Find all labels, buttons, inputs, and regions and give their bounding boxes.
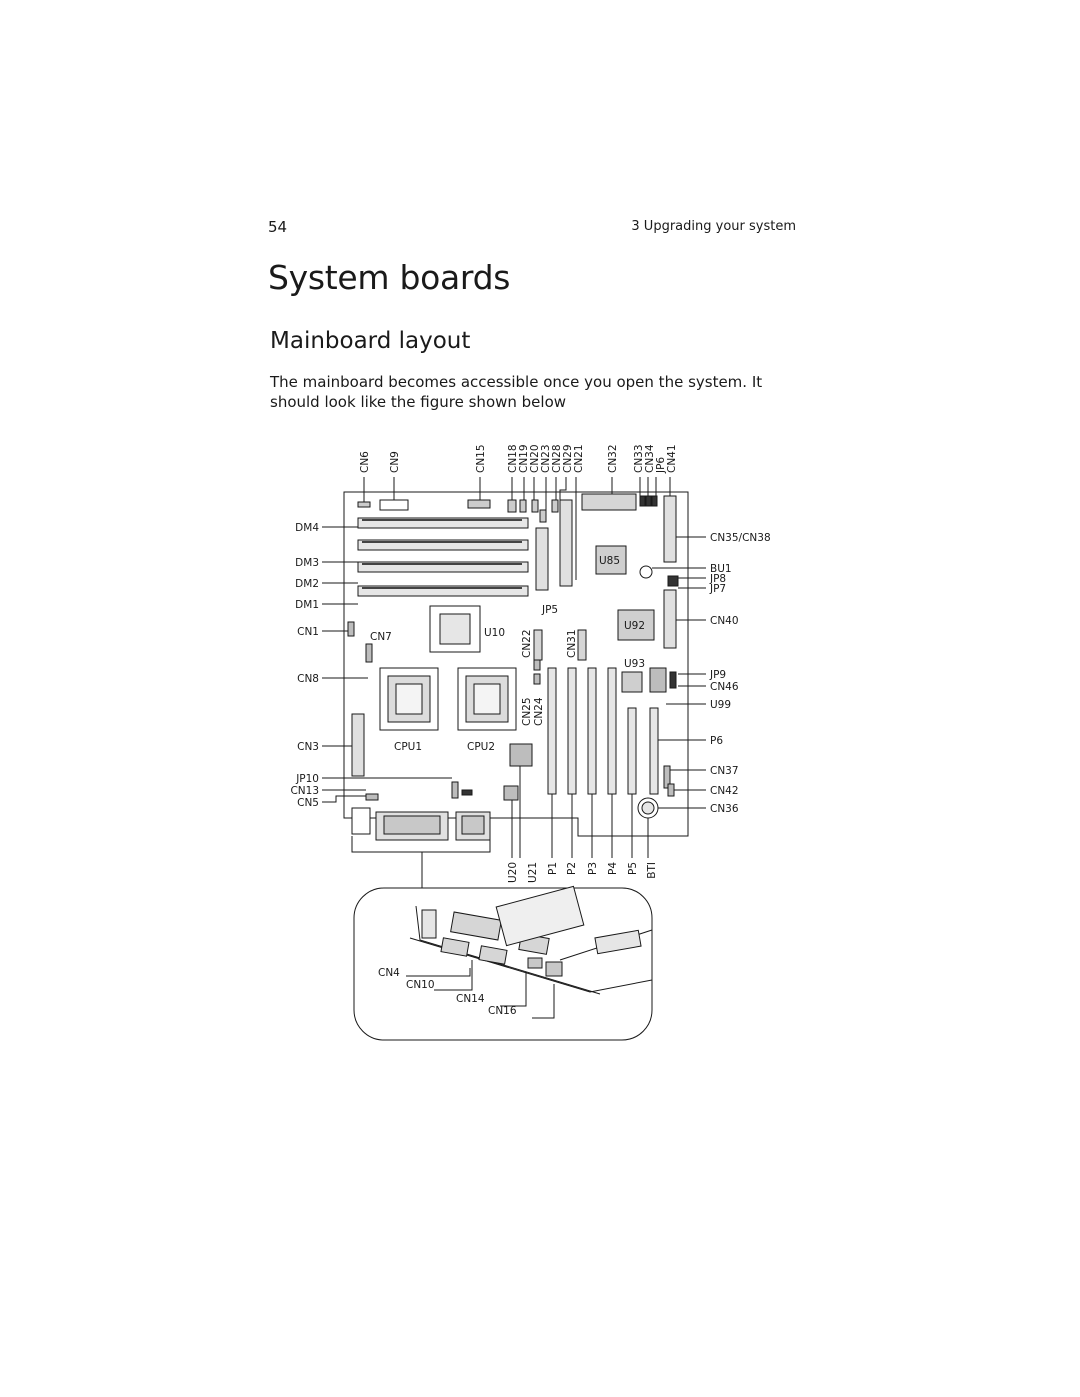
label-cn9: CN9: [389, 451, 401, 473]
label-p1: P1: [547, 862, 559, 875]
power-connector: [351, 713, 365, 777]
label-cn23: CN23: [540, 444, 552, 473]
inset-detail: [406, 885, 653, 1019]
board-outline: [343, 491, 689, 837]
label-cn41: CN41: [666, 444, 678, 473]
u21-chip: [503, 785, 519, 801]
u93-chip: [621, 671, 643, 693]
label-u20: U20: [507, 862, 519, 883]
label-dm2: DM2: [295, 578, 319, 590]
label-cpu2: CPU2: [467, 741, 495, 753]
label-cn8: CN8: [297, 673, 319, 685]
u85-chip: [595, 545, 627, 575]
label-cn36: CN36: [710, 803, 739, 815]
label-u10: U10: [484, 627, 505, 639]
intro-paragraph: The mainboard becomes accessible once yo…: [270, 373, 763, 411]
label-cn13: CN13: [290, 785, 319, 797]
label-jp10: JP10: [295, 773, 319, 785]
label-u85: U85: [599, 555, 620, 567]
left-labels: DM4 DM3 DM2 DM1 CN1 CN8 CN3 JP10 CN13 CN…: [290, 522, 319, 809]
pci-slots: [547, 667, 659, 795]
label-cn15: CN15: [475, 444, 487, 473]
label-dm1: DM1: [295, 599, 319, 611]
label-jp5: JP5: [541, 604, 558, 616]
label-cn18: CN18: [507, 444, 519, 473]
ide-connector-2: [559, 499, 573, 587]
label-cn7: CN7: [370, 631, 392, 643]
label-u93: U93: [624, 658, 645, 670]
label-jp7: JP7: [709, 583, 726, 595]
label-dm4: DM4: [295, 522, 319, 534]
label-cn34: CN34: [644, 444, 656, 473]
label-jp9: JP9: [709, 669, 726, 681]
label-cn1: CN1: [297, 626, 319, 638]
u20-chip: [509, 743, 533, 767]
label-cn35-cn38: CN35/CN38: [710, 532, 771, 544]
running-header: 3 Upgrading your system: [631, 219, 796, 234]
label-bti: BTI: [646, 862, 658, 879]
label-cn21: CN21: [573, 444, 585, 473]
label-cn37: CN37: [710, 765, 739, 777]
label-cn3: CN3: [297, 741, 319, 753]
label-cn6: CN6: [359, 451, 371, 473]
label-cn4: CN4: [378, 967, 400, 979]
label-cn40: CN40: [710, 615, 739, 627]
label-p6: P6: [710, 735, 723, 747]
label-u92: U92: [624, 620, 645, 632]
top-connectors: [357, 493, 658, 523]
u92-chip: [617, 609, 655, 641]
page-number: 54: [268, 218, 288, 236]
label-cn46: CN46: [710, 681, 739, 693]
label-cn16: CN16: [488, 1005, 517, 1017]
label-cn14: CN14: [456, 993, 485, 1005]
label-bu1: BU1: [710, 563, 732, 575]
label-cn33: CN33: [633, 444, 645, 473]
label-cn32: CN32: [607, 444, 619, 473]
label-cn42: CN42: [710, 785, 739, 797]
label-p2: P2: [566, 862, 578, 875]
page-title: System boards: [268, 258, 511, 297]
label-cn19: CN19: [518, 444, 530, 473]
label-cn5: CN5: [297, 797, 319, 809]
cpu2-socket: [457, 667, 517, 731]
cn40-connector: [663, 589, 677, 649]
label-jp6: JP6: [655, 457, 667, 474]
label-cn25: CN25: [521, 697, 533, 726]
inner-labels: CN7 U10 JP5 U85 U92 U93 CN22 CN31 CN25 C…: [370, 555, 645, 753]
label-cn20: CN20: [529, 444, 541, 473]
u99-chip: [649, 667, 667, 693]
label-cn22: CN22: [521, 629, 533, 658]
label-u99: U99: [710, 699, 731, 711]
label-p3: P3: [587, 862, 599, 875]
label-cn10: CN10: [406, 979, 435, 991]
bottom-labels: U20 U21 P1 P2 P3 P4 P5 BTI: [507, 862, 658, 883]
label-cn24: CN24: [533, 697, 545, 726]
label-dm3: DM3: [295, 557, 319, 569]
inset-leader: [351, 836, 491, 888]
label-cn31: CN31: [566, 629, 578, 658]
label-p5: P5: [627, 862, 639, 875]
label-cn28: CN28: [551, 444, 563, 473]
label-cn29: CN29: [562, 444, 574, 473]
label-jp8: JP8: [709, 573, 726, 585]
ide-connector: [535, 527, 549, 591]
label-cpu1: CPU1: [394, 741, 422, 753]
cn35-connector: [663, 495, 677, 563]
dimm-slots: [357, 517, 529, 597]
label-p4: P4: [607, 862, 619, 875]
cpu1-socket: [379, 667, 439, 731]
right-labels: CN35/CN38 BU1 JP8 JP7 CN40 JP9 CN46 U99 …: [709, 532, 771, 815]
top-labels: CN6 CN9 CN15 CN18 CN19 CN20 CN23 CN28 CN…: [359, 444, 678, 474]
bu1-buzzer: [639, 565, 653, 579]
inset-labels: CN4 CN10 CN14 CN16: [378, 967, 517, 1017]
label-u21: U21: [527, 862, 539, 883]
section-subtitle: Mainboard layout: [270, 328, 471, 354]
